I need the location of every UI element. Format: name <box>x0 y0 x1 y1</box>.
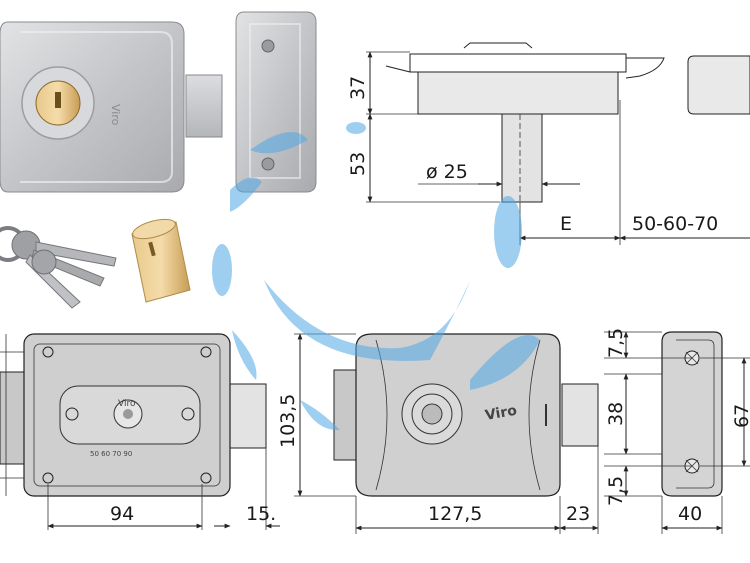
dim-front-height: 103,5 <box>277 394 299 448</box>
dim-top-height-1: 37 <box>347 76 369 100</box>
dim-side-width: 40 <box>678 503 702 525</box>
watermark-logo <box>212 122 540 431</box>
dim-offset: E <box>560 213 572 235</box>
strike-plate-drawing <box>604 331 750 534</box>
dim-body-width: 127,5 <box>428 503 482 525</box>
dim-side-height: 67 <box>731 404 750 428</box>
dim-bolt-throw-right: 23 <box>566 503 590 525</box>
back-view-drawing: Viro 50 60 70 90 <box>0 333 280 530</box>
brand-label: Viro <box>109 104 122 126</box>
dim-side-top-gap: 7,5 <box>605 328 627 358</box>
dim-side-center: 38 <box>605 402 627 426</box>
dim-top-height-2: 53 <box>347 152 369 176</box>
backset-marks: 50 60 70 90 <box>90 450 132 458</box>
front-brand-label: Viro <box>484 403 519 424</box>
dim-side-bottom-gap: 7,5 <box>605 476 627 506</box>
keys-photo <box>0 226 117 309</box>
strike-plate-photo <box>235 11 317 193</box>
dim-cylinder-diameter: ø 25 <box>426 161 468 183</box>
lock-photo: Viro <box>0 21 223 193</box>
brass-cylinder-photo <box>131 218 191 303</box>
dim-bolt-throw-left: 15. <box>246 503 276 525</box>
dim-front-width-left: 94 <box>110 503 134 525</box>
dim-backset: 50-60-70 <box>632 213 718 235</box>
top-view-drawing <box>366 42 750 245</box>
back-brand-label: Viro <box>118 399 136 409</box>
